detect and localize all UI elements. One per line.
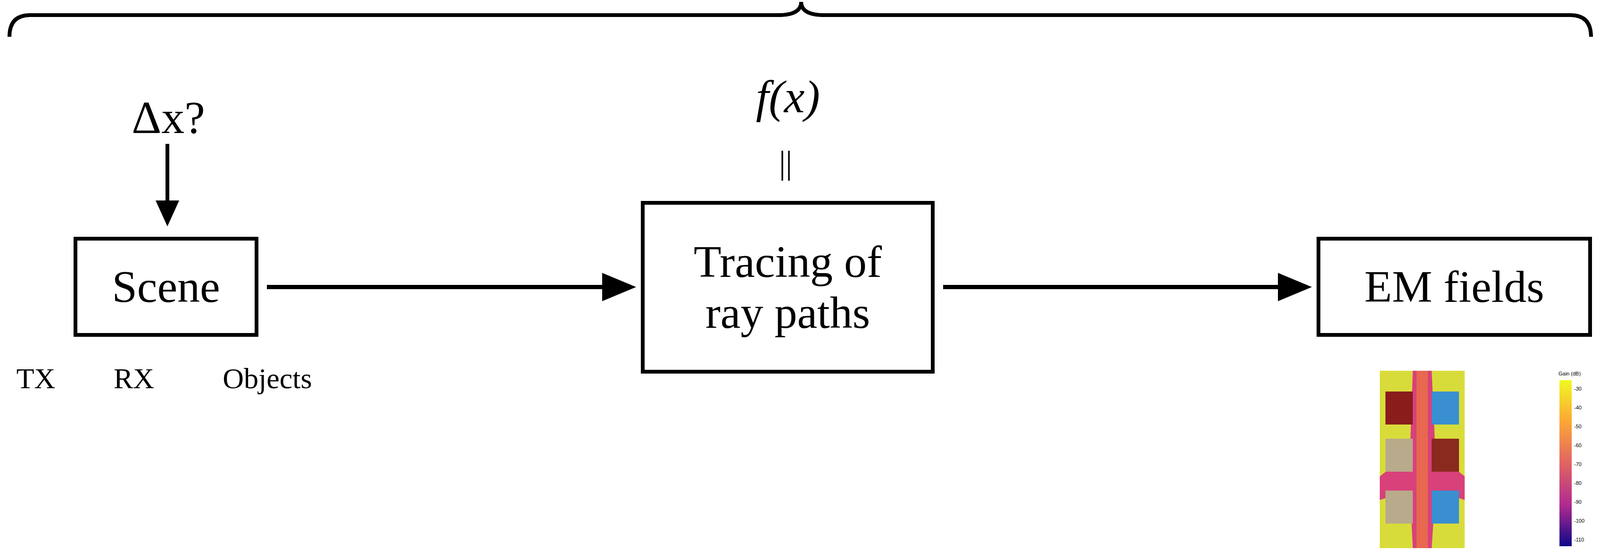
delta-arrow [155, 143, 180, 227]
function-label: f(x) [755, 73, 821, 120]
scene-part-label: Objects [222, 363, 312, 393]
scene-part-label: TX [16, 363, 56, 393]
process-box: Scene [73, 236, 259, 337]
colorbar-tick: -60 [1574, 442, 1582, 448]
colorbar-title: Gain (dB) [1558, 371, 1581, 377]
box-text: Tracing of ray paths [674, 236, 902, 338]
flow-arrow [943, 273, 1312, 302]
colorbar-tick: -90 [1574, 499, 1582, 505]
colorbar-tick: -50 [1574, 423, 1582, 430]
top-brace [9, 1, 1592, 37]
scene-part-label: RX [113, 363, 155, 393]
colorbar-tick: -40 [1574, 405, 1582, 411]
process-box: Tracing of ray paths [640, 200, 935, 374]
colorbar-tick: -80 [1574, 480, 1582, 486]
process-box: EM fields [1316, 236, 1592, 337]
flow-arrow [266, 273, 637, 302]
colorbar-tick: -110 [1574, 537, 1584, 543]
colorbar-tick: -70 [1574, 461, 1582, 467]
box-text: EM fields [1364, 261, 1544, 313]
equals-mark: || [779, 146, 793, 180]
delta-label: Δx? [131, 94, 206, 141]
colorbar-tick: -100 [1574, 518, 1585, 524]
gain-heatmap [1379, 370, 1572, 548]
box-text: Scene [111, 261, 220, 313]
colorbar-tick: -30 [1574, 386, 1582, 392]
